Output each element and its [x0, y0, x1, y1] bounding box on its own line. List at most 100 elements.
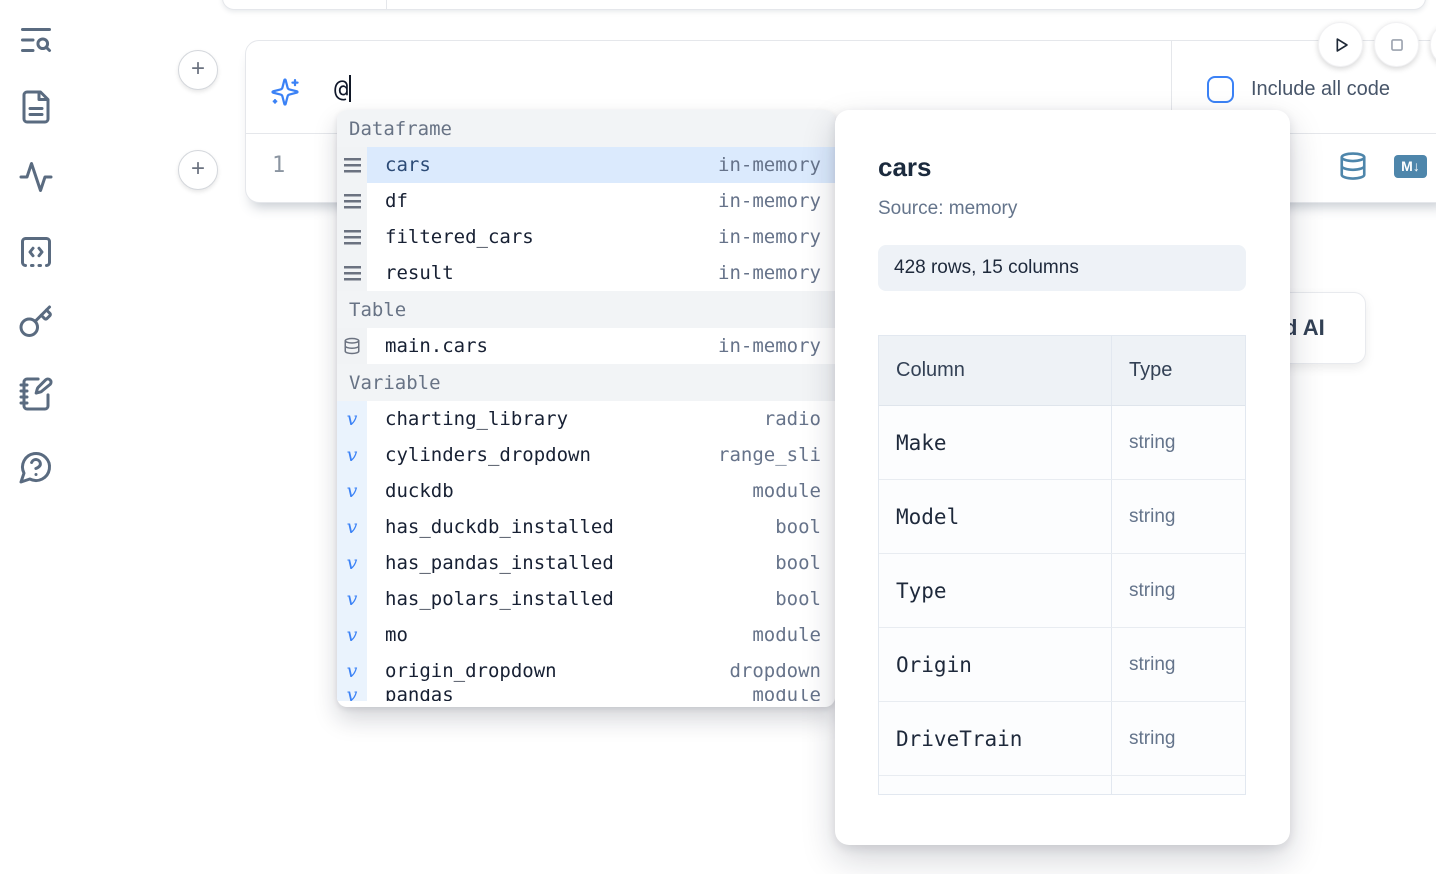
item-name: filtered_cars	[385, 226, 534, 248]
item-name: has_polars_installed	[385, 588, 614, 610]
dataframe-icon	[337, 183, 367, 219]
item-type: module	[752, 689, 821, 701]
autocomplete-item-cylinders_dropdown[interactable]: v cylinders_dropdown range_sli	[337, 437, 835, 473]
schema-row-Origin: Origin string	[879, 628, 1245, 702]
item-type: radio	[763, 408, 821, 430]
schema-row-DriveTrain: DriveTrain string	[879, 702, 1245, 776]
schema-row-Model: Model string	[879, 480, 1245, 554]
previous-cell-edge	[222, 0, 1426, 10]
item-name: origin_dropdown	[385, 660, 557, 682]
database-icon	[337, 328, 367, 364]
variable-icon: v	[337, 581, 367, 617]
ai-prompt-input[interactable]: @	[334, 75, 352, 103]
item-name: cars	[385, 154, 431, 176]
item-type: bool	[775, 588, 821, 610]
variable-icon: v	[337, 689, 367, 701]
autocomplete-item-cars[interactable]: cars in-memory	[337, 147, 835, 183]
item-type: in-memory	[718, 262, 821, 284]
item-name: duckdb	[385, 480, 454, 502]
item-name: main.cars	[385, 335, 488, 357]
variable-icon: v	[337, 473, 367, 509]
line-number: 1	[272, 153, 286, 178]
schema-column-type: string	[1129, 727, 1176, 749]
item-name: cylinders_dropdown	[385, 444, 591, 466]
code-snippet-icon[interactable]	[18, 234, 54, 270]
activity-icon[interactable]	[18, 159, 54, 195]
stop-cell-button[interactable]	[1374, 22, 1419, 67]
include-all-code-checkbox[interactable]	[1207, 76, 1234, 103]
item-name: mo	[385, 624, 408, 646]
preview-source: Source: memory	[878, 198, 1018, 219]
variable-icon: v	[337, 653, 367, 689]
add-cell-button-top[interactable]: +	[178, 50, 218, 90]
schema-header-column: Column	[879, 336, 1112, 405]
item-name: result	[385, 262, 454, 284]
variable-icon: v	[337, 617, 367, 653]
text-caret	[349, 75, 352, 102]
prompt-divider	[1171, 41, 1172, 133]
variable-icon: v	[337, 437, 367, 473]
schema-header-type: Type	[1129, 359, 1173, 381]
item-name: pandas	[385, 689, 454, 701]
schema-column-name: Origin	[879, 628, 1112, 701]
item-type: module	[752, 480, 821, 502]
schema-column-type: string	[1129, 653, 1176, 675]
schema-column-type: string	[1129, 579, 1176, 601]
add-cell-button-bottom[interactable]: +	[178, 150, 218, 190]
item-name: df	[385, 190, 408, 212]
dataframe-preview-popup: cars Source: memory 428 rows, 15 columns…	[835, 110, 1290, 845]
item-type: bool	[775, 516, 821, 538]
schema-header-row: Column Type	[879, 336, 1245, 406]
scratchpad-notebook-icon[interactable]	[18, 376, 54, 412]
schema-column-type: string	[1129, 431, 1176, 453]
autocomplete-item-charting_library[interactable]: v charting_library radio	[337, 401, 835, 437]
prompt-value: @	[334, 75, 349, 103]
file-document-icon[interactable]	[18, 89, 54, 125]
autocomplete-item-df[interactable]: df in-memory	[337, 183, 835, 219]
autocomplete-item-pandas[interactable]: v pandas module	[337, 689, 835, 701]
markdown-icon[interactable]: M↓	[1394, 154, 1427, 178]
autocomplete-section-header: Table	[337, 291, 835, 328]
schema-column-name: Model	[879, 480, 1112, 553]
preview-shape-badge: 428 rows, 15 columns	[878, 245, 1246, 291]
database-view-icon[interactable]	[1338, 151, 1368, 181]
variable-icon: v	[337, 545, 367, 581]
schema-row-partial	[879, 776, 1245, 794]
variable-icon: v	[337, 401, 367, 437]
autocomplete-item-has_polars_installed[interactable]: v has_polars_installed bool	[337, 581, 835, 617]
autocomplete-item-has_duckdb_installed[interactable]: v has_duckdb_installed bool	[337, 509, 835, 545]
mention-autocomplete-dropdown: Dataframe cars in-memory df in-memory filtere…	[337, 110, 835, 707]
autocomplete-item-result[interactable]: result in-memory	[337, 255, 835, 291]
help-chat-icon[interactable]	[18, 449, 54, 485]
list-search-icon[interactable]	[18, 22, 54, 58]
dataframe-icon	[337, 147, 367, 183]
dataframe-icon	[337, 255, 367, 291]
item-type: dropdown	[729, 660, 821, 682]
autocomplete-item-origin_dropdown[interactable]: v origin_dropdown dropdown	[337, 653, 835, 689]
variable-icon: v	[337, 509, 367, 545]
run-cell-button[interactable]	[1318, 22, 1363, 67]
schema-column-name: Make	[879, 406, 1112, 479]
key-icon[interactable]	[18, 304, 54, 340]
item-name: has_duckdb_installed	[385, 516, 614, 538]
cell-editor-row[interactable]: 1 M↓	[246, 134, 1436, 203]
dataframe-icon	[337, 219, 367, 255]
schema-row-Make: Make string	[879, 406, 1245, 480]
schema-column-name: DriveTrain	[879, 702, 1112, 775]
ai-sparkles-icon	[270, 77, 300, 107]
item-type: in-memory	[718, 154, 821, 176]
item-type: in-memory	[718, 190, 821, 212]
item-type: module	[752, 624, 821, 646]
schema-column-type: string	[1129, 505, 1176, 527]
autocomplete-section-header: Dataframe	[337, 110, 835, 147]
item-name: charting_library	[385, 408, 569, 430]
item-type: range_sli	[718, 444, 821, 466]
